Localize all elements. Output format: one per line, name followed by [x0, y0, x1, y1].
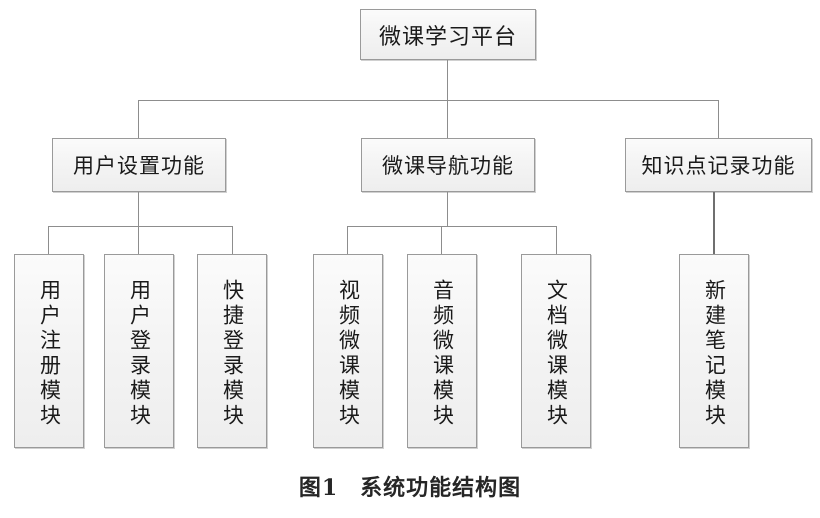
- node-label: 快捷登录模块: [220, 279, 245, 429]
- figure-caption: 图1 系统功能结构图: [0, 470, 820, 502]
- connector-drop-knowledge-record: [718, 100, 719, 138]
- connector-drop-document-course: [556, 226, 557, 254]
- connector-stem-course-navigation: [447, 192, 448, 227]
- node-leaf-快捷登录模块[interactable]: 快捷登录模块: [197, 254, 267, 448]
- node-label: 用户设置功能: [73, 154, 205, 178]
- figure-caption-label: 图1: [298, 475, 339, 501]
- connector-drop-user-register: [48, 226, 49, 254]
- connector-drop-user-settings: [138, 100, 139, 138]
- connector-stem-user-settings: [138, 192, 139, 227]
- node-label: 视频微课模块: [336, 279, 361, 429]
- node-level2-微课导航功能[interactable]: 微课导航功能: [361, 138, 535, 192]
- node-label: 微课学习平台: [378, 24, 517, 50]
- node-label: 音频微课模块: [430, 279, 455, 429]
- node-level2-用户设置功能[interactable]: 用户设置功能: [52, 138, 226, 192]
- node-leaf-视频微课模块[interactable]: 视频微课模块: [313, 254, 383, 448]
- node-label: 微课导航功能: [382, 154, 514, 178]
- node-label: 用户登录模块: [127, 279, 152, 429]
- connector-drop-audio-course: [441, 226, 442, 254]
- node-label: 新建笔记模块: [702, 279, 727, 429]
- connector-root-stem: [447, 60, 448, 101]
- node-leaf-音频微课模块[interactable]: 音频微课模块: [407, 254, 477, 448]
- node-leaf-新建笔记模块[interactable]: 新建笔记模块: [679, 254, 749, 448]
- node-label: 用户注册模块: [37, 279, 62, 429]
- figure-caption-title: 系统功能结构图: [360, 475, 522, 501]
- connector-drop-quick-login: [232, 226, 233, 254]
- connector-drop-user-login: [138, 226, 139, 254]
- node-leaf-文档微课模块[interactable]: 文档微课模块: [521, 254, 591, 448]
- node-label: 文档微课模块: [544, 279, 569, 429]
- node-level2-知识点记录功能[interactable]: 知识点记录功能: [625, 138, 812, 192]
- connector-bus-course-navigation: [347, 226, 557, 227]
- node-leaf-用户注册模块[interactable]: 用户注册模块: [14, 254, 84, 448]
- connector-level2-bus: [138, 100, 719, 101]
- node-leaf-用户登录模块[interactable]: 用户登录模块: [104, 254, 174, 448]
- connector-drop-video-course: [347, 226, 348, 254]
- node-root-微课学习平台[interactable]: 微课学习平台: [360, 9, 536, 60]
- connector-bus-user-settings: [48, 226, 233, 227]
- node-label: 知识点记录功能: [641, 154, 796, 178]
- connector-drop-course-navigation: [447, 100, 448, 138]
- connector-stem-knowledge-record: [713, 192, 715, 254]
